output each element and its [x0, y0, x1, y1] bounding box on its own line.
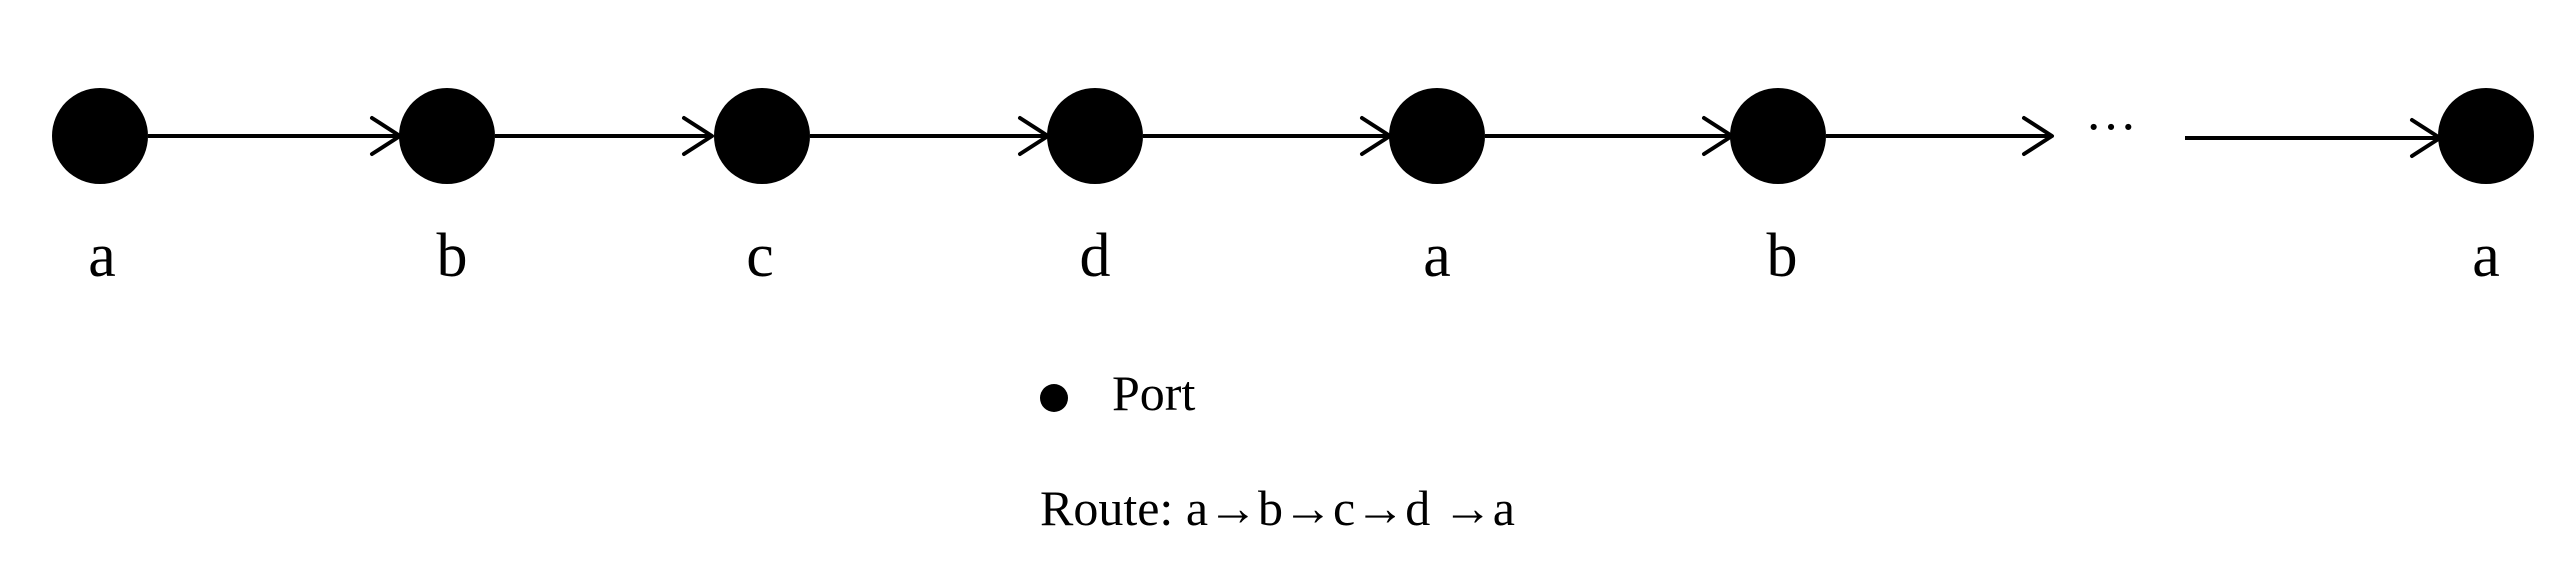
node-label-1: a	[88, 222, 116, 290]
edge-d-to-a	[1143, 116, 1392, 156]
port-node-4	[1047, 88, 1143, 184]
legend-port-label: Port	[1112, 365, 1195, 421]
node-label-4: d	[1080, 222, 1111, 290]
route-caption: Route: a→b→c→d →a	[1040, 480, 1515, 536]
legend: Port Route: a→b→c→d →a	[1040, 365, 1515, 536]
port-node-2	[399, 88, 495, 184]
port-node-1	[52, 88, 148, 184]
node-labels: a b c d a b a	[88, 222, 2500, 290]
node-label-7: a	[2472, 222, 2500, 290]
port-node-6	[1730, 88, 1826, 184]
node-label-3: c	[746, 222, 774, 290]
port-node-5	[1389, 88, 1485, 184]
legend-port-marker	[1040, 384, 1068, 412]
nodes	[52, 88, 2534, 184]
port-node-3	[714, 88, 810, 184]
edge-ellipsis-to-a	[2185, 118, 2442, 158]
edge-b-to-ellipsis	[1826, 116, 2054, 156]
node-label-5: a	[1423, 222, 1451, 290]
edge-b-to-c	[495, 116, 714, 156]
edge-a-to-b	[148, 116, 402, 156]
edge-c-to-d	[810, 116, 1050, 156]
ellipsis-text: ···	[2085, 99, 2137, 156]
edge-a-to-b-2	[1485, 116, 1734, 156]
node-label-2: b	[437, 222, 468, 290]
port-node-7	[2438, 88, 2534, 184]
node-label-6: b	[1767, 222, 1798, 290]
